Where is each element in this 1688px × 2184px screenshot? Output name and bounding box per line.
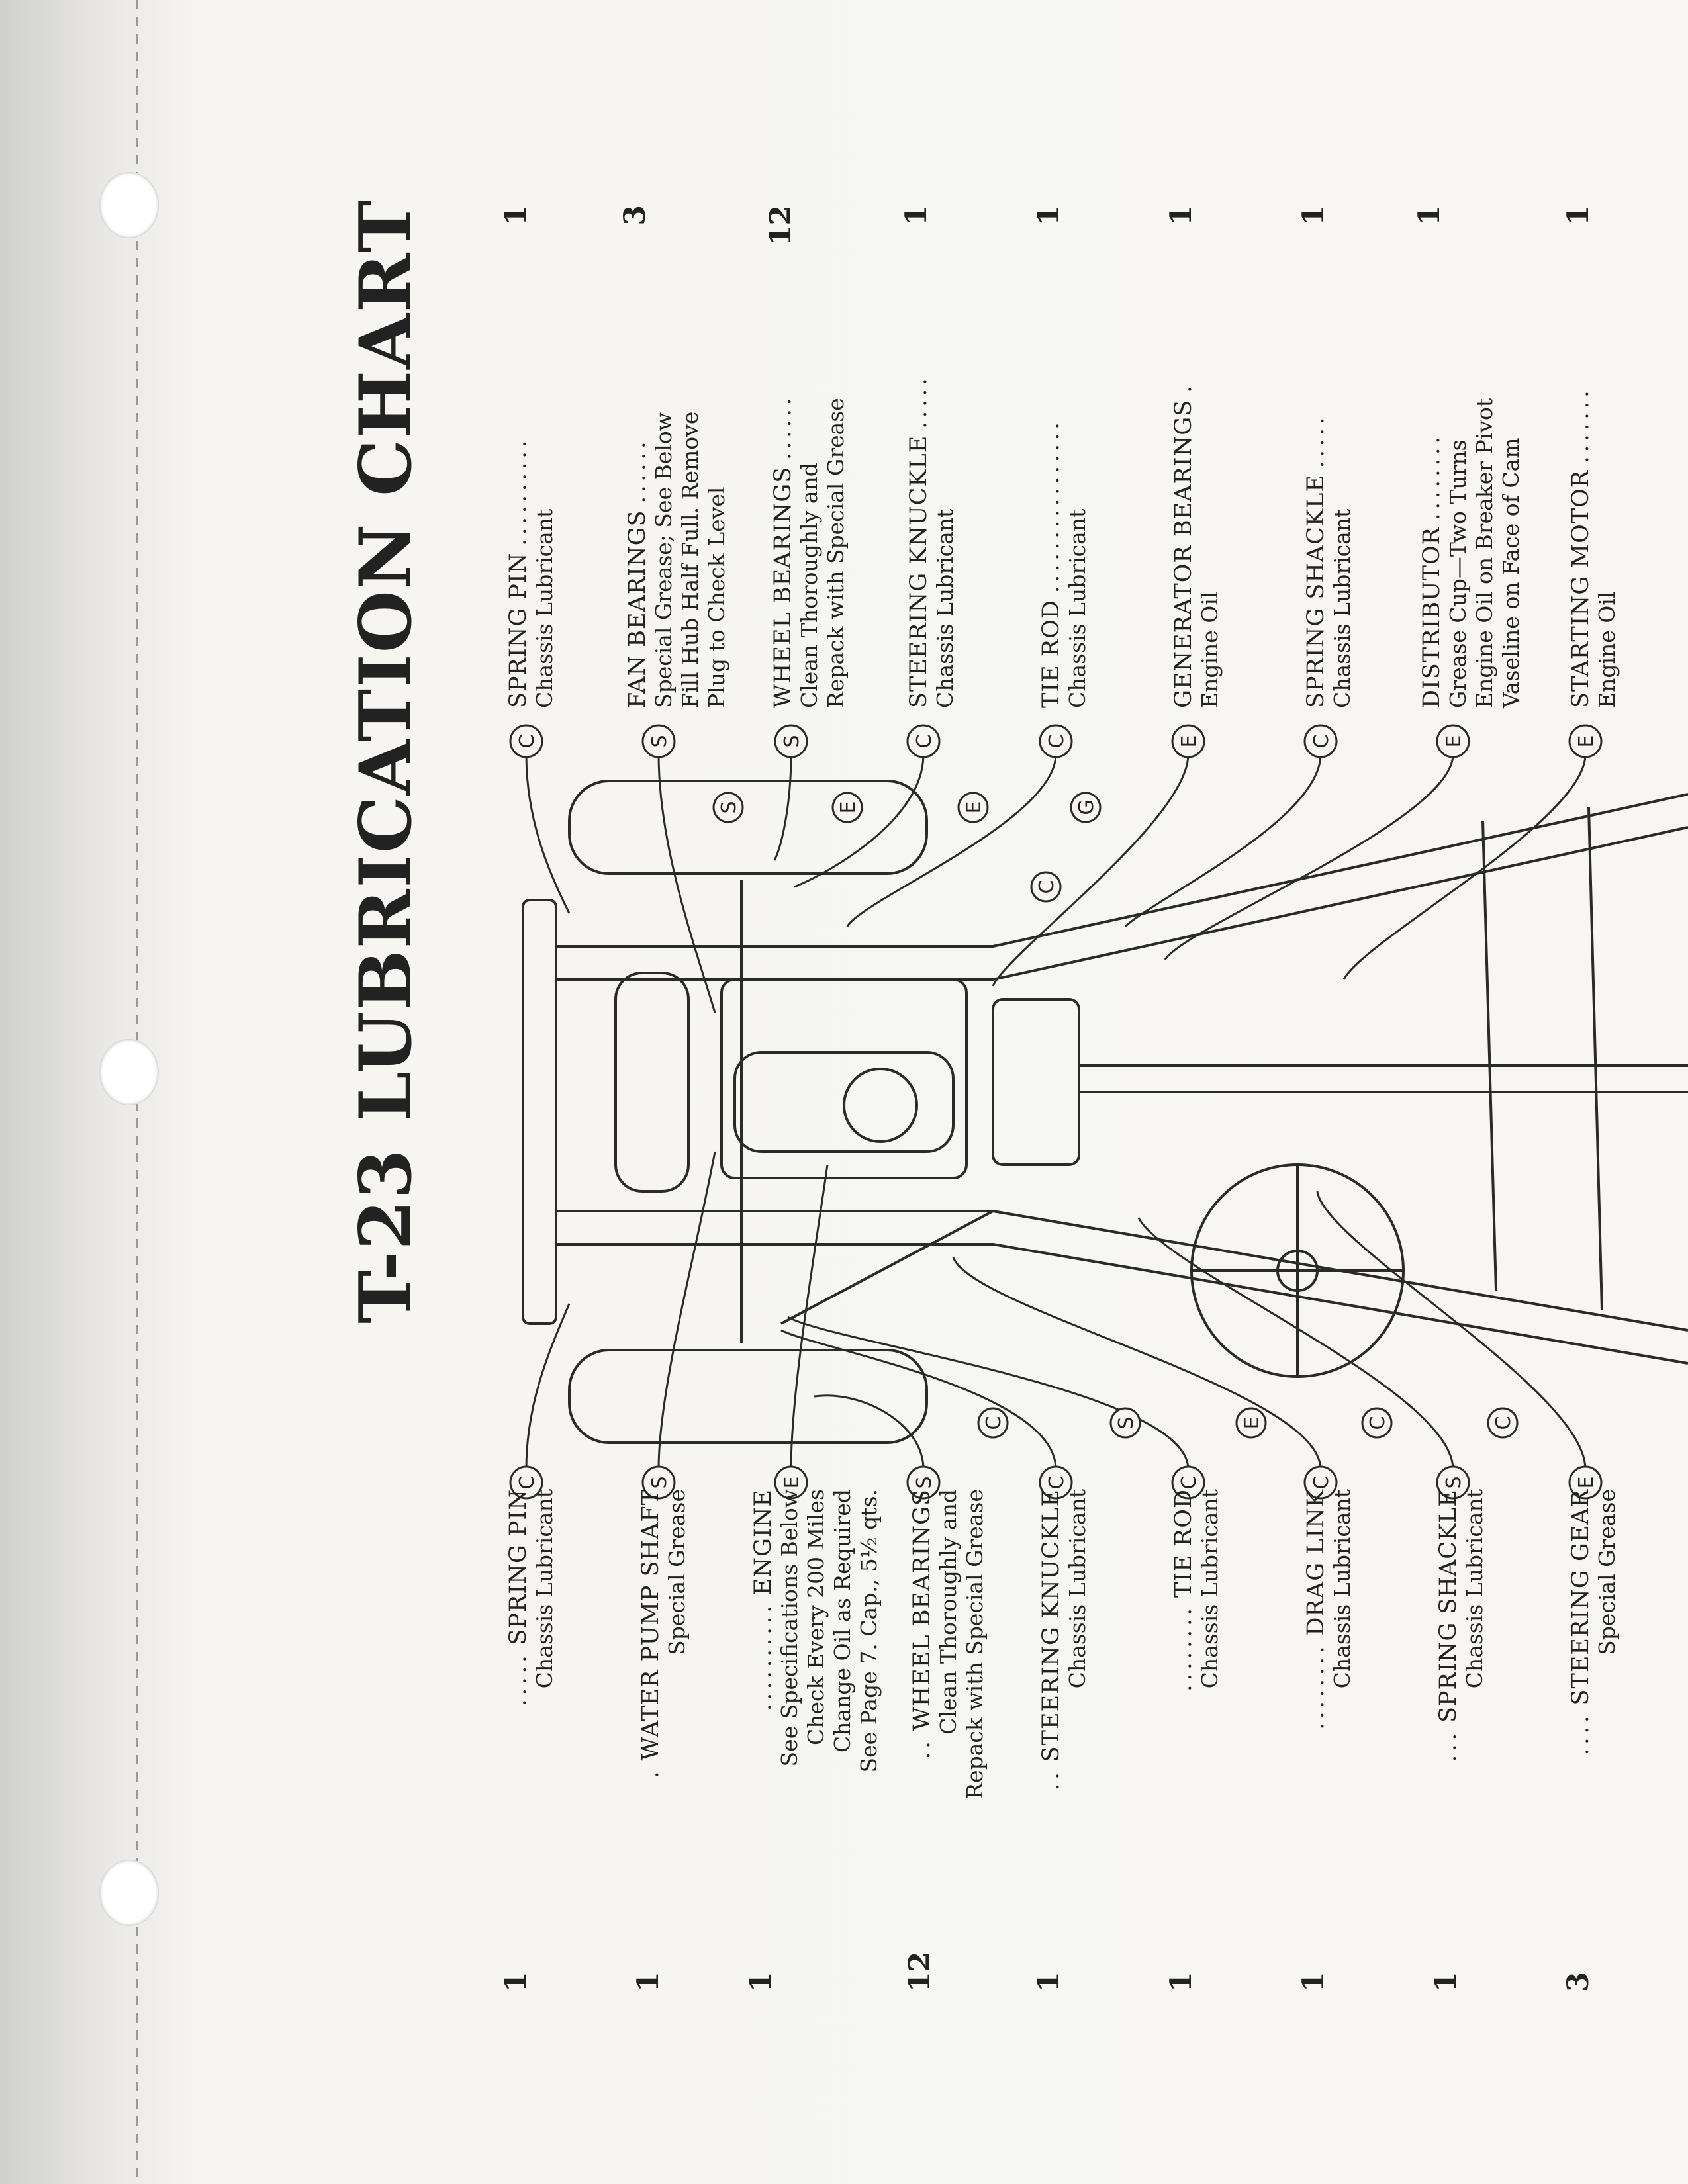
right-badge-7: C [1303, 724, 1338, 758]
svg-text:E: E [1241, 1417, 1264, 1430]
svg-text:C: C [516, 1476, 539, 1490]
right-entry-distributor: DISTRIBUTOR........1 Grease Cup—Two Turn… [1413, 205, 1524, 708]
svg-text:S: S [648, 735, 671, 747]
svg-text:E: E [780, 1477, 804, 1489]
right-entry-tie-rod: TIE ROD................1 Chassis Lubrica… [1032, 205, 1090, 708]
svg-text:E: E [1575, 735, 1598, 748]
right-badge-5: C [1039, 724, 1073, 758]
left-entry-engine: 1..........ENGINE See Specifications Bel… [744, 1489, 882, 1992]
left-entry-steering-gear: 3....STEERING GEAR Special Grease [1562, 1489, 1620, 1992]
right-badge-6: E [1171, 724, 1205, 758]
inner-badge: E [957, 792, 989, 823]
svg-text:C: C [1310, 1476, 1333, 1490]
svg-text:S: S [780, 735, 804, 747]
svg-text:C: C [1310, 735, 1333, 749]
right-entry-starting-motor: STARTING MOTOR.......1 Engine Oil [1562, 205, 1620, 708]
left-badge-7: C [1303, 1465, 1338, 1500]
svg-text:C: C [982, 1416, 1006, 1430]
svg-text:C: C [1492, 1416, 1515, 1430]
left-entry-drag-link: 1........DRAG LINK Chassis Lubricant [1297, 1489, 1355, 1992]
right-entry-wheel-bearings: WHEEL BEARINGS......12 Clean Thoroughly … [764, 205, 849, 708]
left-entry-tie-rod: 1........TIE ROD Chassis Lubricant [1164, 1489, 1223, 1992]
svg-text:S: S [1115, 1416, 1138, 1429]
right-badge-8: E [1436, 724, 1470, 758]
right-entry-generator-bearings: GENERATOR BEARINGS.1 Engine Oil [1164, 205, 1223, 708]
left-badge-6: C [1171, 1465, 1205, 1500]
right-front-wheel [568, 780, 928, 875]
svg-text:S: S [648, 1476, 671, 1488]
inner-badge: C [1487, 1407, 1519, 1439]
svg-text:E: E [1178, 735, 1201, 748]
svg-text:C: C [913, 735, 936, 749]
inner-badge: E [831, 792, 863, 823]
engine-block [720, 978, 968, 1179]
transmission [992, 998, 1080, 1166]
left-badge-2: S [641, 1465, 676, 1500]
left-badge-1: C [509, 1465, 543, 1500]
inner-badge: E [1235, 1407, 1267, 1439]
left-badge-8: S [1436, 1465, 1470, 1500]
radiator [614, 972, 690, 1193]
inner-badge: S [712, 792, 744, 823]
svg-text:E: E [837, 801, 860, 814]
svg-text:C: C [1045, 735, 1068, 749]
svg-text:C: C [1178, 1476, 1201, 1490]
svg-text:S: S [1442, 1476, 1466, 1488]
right-entry-fan-bearings: FAN BEARINGS......3 Special Grease; See … [618, 205, 729, 708]
right-frame-rail [556, 826, 1688, 981]
svg-text:G: G [1075, 799, 1098, 815]
svg-text:E: E [962, 801, 986, 814]
punch-hole-top [99, 172, 159, 238]
left-badge-5: C [1039, 1465, 1073, 1500]
left-badge-9: E [1568, 1465, 1603, 1500]
left-entry-water-pump-shaft: 1.WATER PUMP SHAFT Special Grease [632, 1489, 690, 1992]
right-badge-4: C [906, 724, 941, 758]
front-crossmember [522, 899, 557, 1325]
inner-badge: C [1361, 1407, 1393, 1439]
right-entry-spring-shackle: SPRING SHACKLE.....1 Chassis Lubricant [1297, 205, 1355, 708]
svg-text:C: C [516, 735, 539, 749]
drag-link [780, 1210, 994, 1325]
left-entry-spring-shackle: 1...SPRING SHACKLE Chassis Lubricant [1429, 1489, 1487, 1992]
inner-badge: G [1070, 792, 1102, 823]
left-frame-rail [556, 1243, 1688, 1365]
inner-badges: C S E C C S E E G C [712, 792, 1519, 1439]
svg-text:E: E [1575, 1477, 1598, 1489]
inner-badge: C [1030, 871, 1062, 903]
right-entry-steering-knuckle: STEERING KNUCKLE.....1 Chassis Lubricant [900, 205, 958, 708]
left-badge-4: S [906, 1465, 941, 1500]
valve-cover [733, 1051, 955, 1153]
air-cleaner [843, 1068, 918, 1143]
right-badge-2: S [641, 724, 676, 758]
left-entry-steering-knuckle: 1..STEERING KNUCKLE Chassis Lubricant [1032, 1489, 1090, 1992]
svg-text:S: S [913, 1476, 936, 1488]
svg-text:S: S [718, 801, 741, 813]
inner-badge: C [977, 1407, 1009, 1439]
left-badge-3: E [774, 1465, 808, 1500]
left-entry-wheel-bearings: 12..WHEEL BEARINGS Clean Thoroughly and … [903, 1489, 988, 1992]
svg-text:C: C [1366, 1416, 1389, 1430]
svg-text:C: C [1035, 880, 1058, 894]
svg-text:C: C [1045, 1476, 1068, 1490]
right-badge-9: E [1568, 724, 1603, 758]
inner-badge: S [1109, 1407, 1141, 1439]
right-badge-1: C [509, 724, 543, 758]
left-entry-spring-pin: 1.....SPRING PIN Chassis Lubricant [499, 1489, 557, 1992]
punch-hole-middle [99, 1039, 159, 1105]
right-badge-3: S [774, 724, 808, 758]
svg-text:E: E [1442, 735, 1466, 748]
right-entry-spring-pin: SPRING PIN..........1 Chassis Lubricant [499, 205, 557, 708]
punch-hole-bottom [99, 1860, 159, 1926]
left-front-wheel [568, 1349, 928, 1444]
